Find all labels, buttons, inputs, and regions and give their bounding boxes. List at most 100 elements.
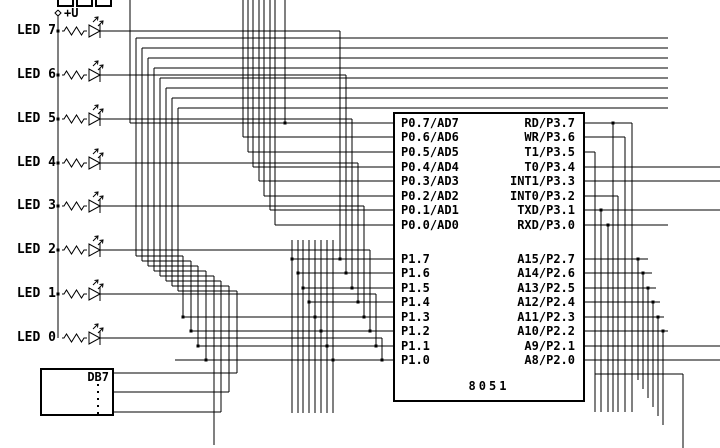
ic-pin-label-right: INT1/P3.3 [509, 174, 575, 188]
ic-pin-label-right: A9/P2.1 [524, 339, 575, 353]
led-label: LED 7 [16, 23, 56, 38]
led-arrow-icon[interactable] [92, 104, 99, 111]
led-label: LED 5 [16, 111, 56, 126]
ic-pin-label-right: T1/P3.5 [524, 145, 575, 159]
led-arrow-icon[interactable] [94, 191, 99, 196]
ic-pin-label-right: RD/P3.7 [524, 116, 575, 130]
led-arrow-icon[interactable] [99, 195, 104, 200]
led-label: LED 3 [16, 198, 56, 213]
power-terminal-icon[interactable] [54, 9, 62, 17]
led-arrow-icon[interactable] [92, 323, 99, 330]
junction-dot [319, 329, 323, 333]
led-icon[interactable] [88, 24, 102, 38]
led-label: LED 1 [16, 286, 56, 301]
led-arrow-icon[interactable] [99, 283, 104, 288]
led-arrow-icon[interactable] [92, 279, 99, 286]
junction-dot [611, 121, 615, 125]
junction-dot [56, 292, 60, 296]
ic-pin-label-left: P0.7/AD7 [401, 116, 459, 130]
led-arrow-icon[interactable] [92, 191, 99, 198]
top-connector-box[interactable] [95, 0, 112, 7]
ic-pin-label-right: A8/P2.0 [524, 353, 575, 367]
led-icon[interactable] [88, 287, 102, 301]
led-arrow-icon[interactable] [97, 195, 104, 202]
led-icon[interactable] [88, 199, 102, 213]
bus-continuation-dots [97, 384, 99, 386]
resistor-icon[interactable] [62, 114, 87, 124]
led-arrow-icon[interactable] [92, 148, 99, 155]
ic-pin-label-left: P1.7 [401, 252, 430, 266]
ic-pin-label-right: A11/P2.3 [517, 310, 575, 324]
ic-name-label: 8051 [468, 379, 510, 393]
led-icon[interactable] [88, 156, 102, 170]
led-arrow-icon[interactable] [97, 283, 104, 290]
ic-pin-label-left: P1.2 [401, 324, 430, 338]
resistor-icon[interactable] [62, 245, 87, 255]
led-arrow-icon[interactable] [94, 60, 99, 65]
junction-dot [599, 208, 603, 212]
led-arrow-icon[interactable] [94, 104, 99, 109]
resistor-icon[interactable] [62, 289, 87, 299]
ic-pin-label-right: A15/P2.7 [517, 252, 575, 266]
junction-dot [307, 300, 311, 304]
led-icon[interactable] [88, 68, 102, 82]
led-arrow-icon[interactable] [97, 152, 104, 159]
led-arrow-icon[interactable] [94, 16, 99, 21]
ic-pin-label-left: P1.6 [401, 266, 430, 280]
junction-dot [56, 204, 60, 208]
ic-pin-label-right: WR/P3.6 [524, 130, 575, 144]
led-arrow-icon[interactable] [94, 148, 99, 153]
junction-dot [296, 271, 300, 275]
led-arrow-icon[interactable] [99, 108, 104, 113]
ic-pin-label-left: P0.4/AD4 [401, 160, 459, 174]
led-arrow-icon[interactable] [97, 108, 104, 115]
led-arrow-icon[interactable] [99, 152, 104, 157]
led-arrow-icon[interactable] [97, 327, 104, 334]
led-arrow-icon[interactable] [99, 20, 104, 25]
led-arrow-icon[interactable] [92, 16, 99, 23]
resistor-icon[interactable] [62, 26, 87, 36]
ic-pin-label-left: P0.0/AD0 [401, 218, 459, 232]
top-connector-box[interactable] [57, 0, 74, 7]
ic-8051[interactable] [393, 112, 585, 402]
junction-dot [56, 161, 60, 165]
resistor-icon[interactable] [62, 333, 87, 343]
junction-dot [56, 73, 60, 77]
ic-pin-label-left: P0.1/AD1 [401, 203, 459, 217]
top-connector-box[interactable] [76, 0, 93, 7]
led-arrow-icon[interactable] [99, 239, 104, 244]
bus-continuation-dots [97, 398, 99, 400]
led-label: LED 0 [16, 330, 56, 345]
ic-pin-label-left: P0.6/AD6 [401, 130, 459, 144]
led-arrow-icon[interactable] [97, 20, 104, 27]
led-arrow-icon[interactable] [92, 235, 99, 242]
junction-dot [325, 344, 329, 348]
led-arrow-icon[interactable] [92, 60, 99, 67]
led-arrow-icon[interactable] [94, 235, 99, 240]
led-arrow-icon[interactable] [99, 64, 104, 69]
ic-pin-label-left: P1.4 [401, 295, 430, 309]
led-icon[interactable] [88, 112, 102, 126]
ic-pin-label-right: A10/P2.2 [517, 324, 575, 338]
led-icon[interactable] [88, 331, 102, 345]
led-label: LED 6 [16, 67, 56, 82]
resistor-icon[interactable] [62, 158, 87, 168]
ic-pin-label-left: P0.2/AD2 [401, 189, 459, 203]
led-icon[interactable] [88, 243, 102, 257]
ic-pin-label-right: INT0/P3.2 [509, 189, 575, 203]
db-bus-box[interactable]: DB7 [40, 368, 114, 416]
led-label: LED 4 [16, 155, 56, 170]
ic-pin-label-left: P0.3/AD3 [401, 174, 459, 188]
ic-pin-label-right: A13/P2.5 [517, 281, 575, 295]
resistor-icon[interactable] [62, 70, 87, 80]
led-arrow-icon[interactable] [94, 323, 99, 328]
junction-dot [313, 315, 317, 319]
resistor-icon[interactable] [62, 201, 87, 211]
led-arrow-icon[interactable] [97, 239, 104, 246]
ic-pin-label-right: A14/P2.6 [517, 266, 575, 280]
led-arrow-icon[interactable] [99, 327, 104, 332]
led-arrow-icon[interactable] [97, 64, 104, 71]
power-rail-label: +U [64, 6, 79, 20]
led-arrow-icon[interactable] [94, 279, 99, 284]
